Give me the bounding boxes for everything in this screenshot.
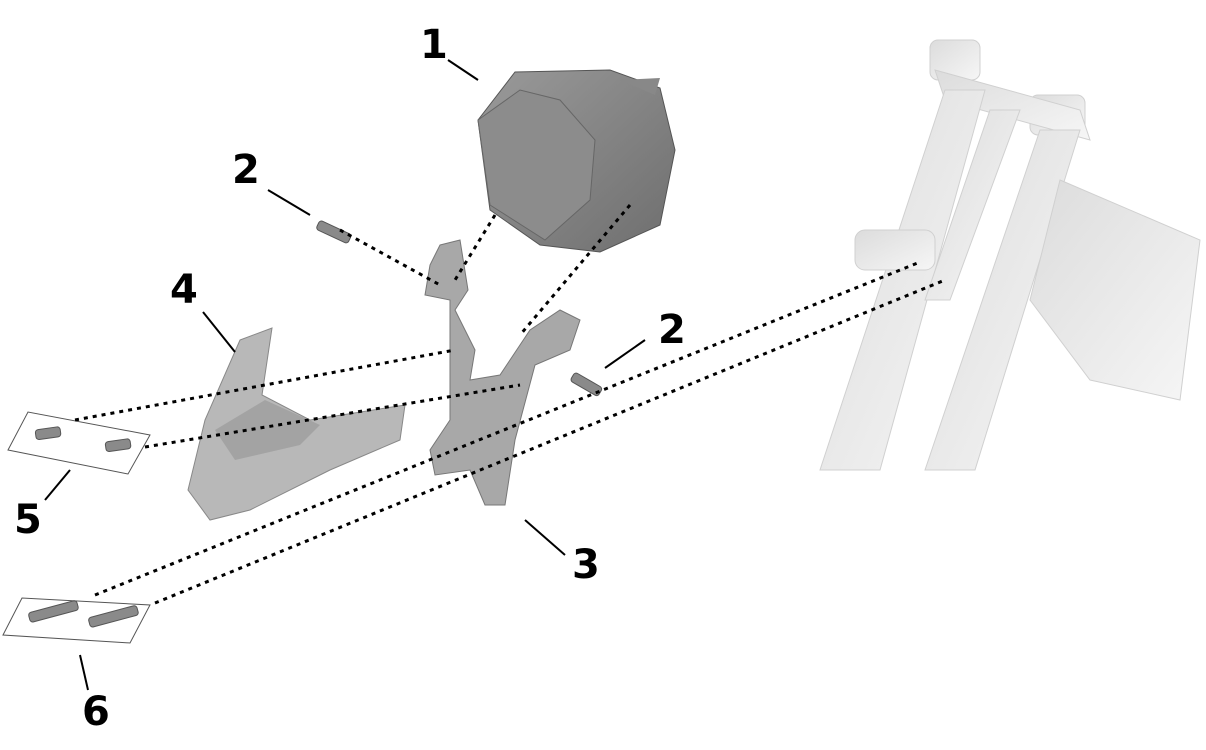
kit-box-6 — [2, 597, 151, 644]
callout-cover: 4 — [170, 267, 198, 313]
kit-box-5 — [7, 411, 151, 475]
callout-bracket: 3 — [572, 542, 600, 588]
headlight-part — [477, 69, 676, 253]
leader-lines — [44, 59, 646, 691]
bracket-part — [424, 239, 581, 506]
assembly-lines — [74, 204, 946, 605]
front-fork-ghost — [819, 39, 1201, 471]
callout-screw-right: 2 — [658, 307, 686, 353]
callout-screw-set-bracket: 6 — [82, 689, 110, 735]
cover-part — [187, 327, 406, 521]
bolt-parts — [28, 220, 603, 628]
callout-headlight: 1 — [420, 22, 448, 68]
callout-screw-upper-left: 2 — [232, 147, 260, 193]
callout-screw-set-cover: 5 — [14, 497, 42, 543]
